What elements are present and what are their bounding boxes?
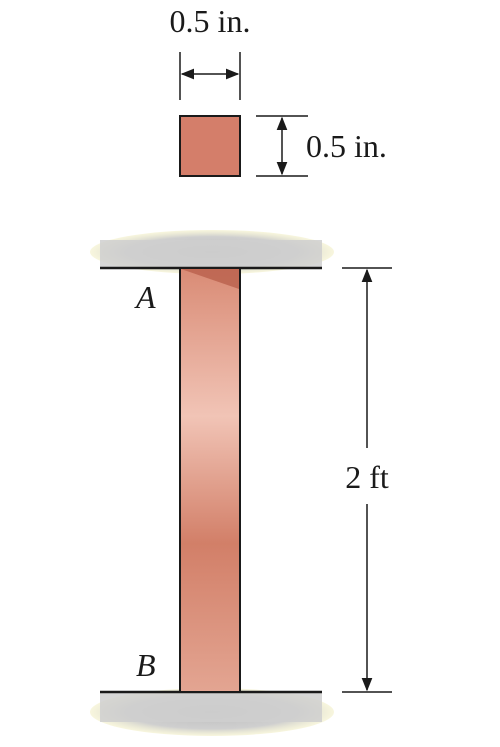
column-length-label: 2 ft — [345, 459, 389, 495]
column-length-dimension: 2 ft — [342, 267, 392, 693]
point-b-label: B — [136, 647, 156, 683]
bottom-support — [90, 688, 334, 736]
cross-section-width-dimension: 0.5 in. — [170, 3, 251, 100]
cross-section-width-label: 0.5 in. — [170, 3, 251, 39]
cross-section-height-dimension: 0.5 in. — [256, 115, 387, 177]
cross-section-square — [179, 115, 241, 177]
point-a-label: A — [134, 279, 156, 315]
column-member — [179, 267, 241, 693]
cross-section-height-label: 0.5 in. — [306, 128, 387, 164]
